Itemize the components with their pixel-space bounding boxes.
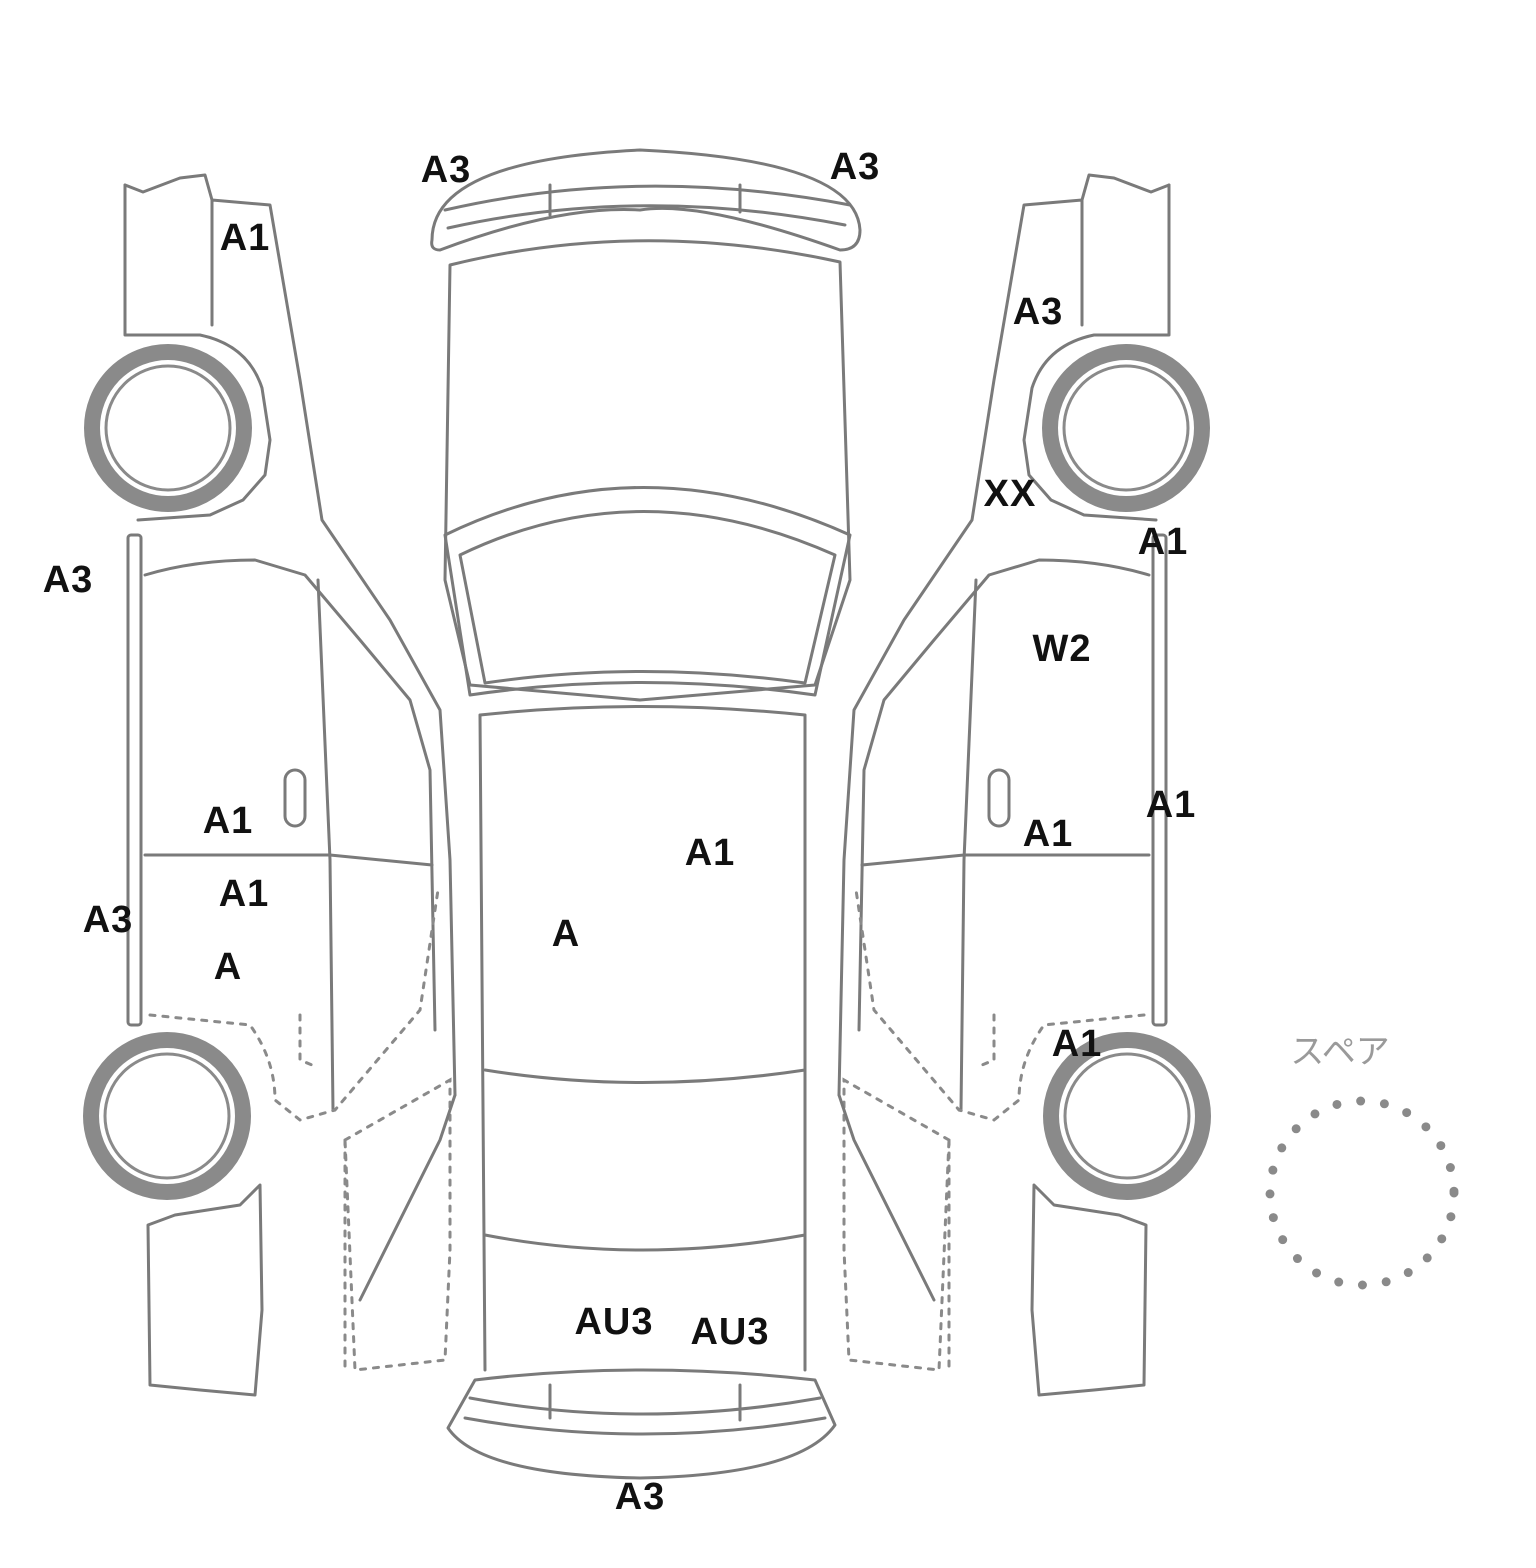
damage-code: A xyxy=(551,913,581,955)
windshield-outer xyxy=(443,486,852,697)
top-view xyxy=(430,148,862,1480)
damage-code: A3 xyxy=(614,1476,666,1518)
left-cabin-outline xyxy=(143,558,437,1032)
left-front-fender-outline xyxy=(123,183,272,522)
trunk-line xyxy=(483,1233,807,1252)
front-bumper-outer xyxy=(430,148,862,252)
damage-code: W2 xyxy=(1032,628,1092,670)
spare-tire-dotted-circle xyxy=(1265,1096,1459,1290)
spare-tire-label: スペア xyxy=(1290,1032,1390,1072)
damage-code: A1 xyxy=(1051,1023,1103,1065)
damage-code: A1 xyxy=(219,217,271,259)
left-beltline xyxy=(143,853,434,867)
left-door-split xyxy=(316,578,335,1112)
windshield-inner xyxy=(458,510,837,685)
rear-bumper-inner xyxy=(463,1383,827,1436)
left-front-wheel xyxy=(84,344,252,512)
rear-bumper-outer xyxy=(446,1368,837,1480)
damage-code: A3 xyxy=(829,146,881,188)
hood-outline xyxy=(443,239,852,702)
left-rear-pillar xyxy=(358,1093,457,1302)
damage-code: A xyxy=(213,946,243,988)
right-side-view xyxy=(837,173,1211,1397)
damage-code: A1 xyxy=(202,800,254,842)
damage-code: A3 xyxy=(42,559,94,601)
left-rear-quarter-hidden xyxy=(343,1077,452,1372)
damage-code: A1 xyxy=(684,832,736,874)
left-rear-quarter-outline xyxy=(146,1183,264,1397)
damage-code: A1 xyxy=(1022,813,1074,855)
damage-code: AU3 xyxy=(690,1311,770,1353)
damage-code: XX xyxy=(983,473,1037,515)
damage-code: A1 xyxy=(1137,521,1189,563)
left-front-fender-panel xyxy=(123,173,457,1097)
left-side-view xyxy=(83,173,457,1397)
damage-code: A1 xyxy=(1145,784,1197,826)
damage-code: A3 xyxy=(82,899,134,941)
left-side-sill xyxy=(126,533,143,1027)
left-rear-wheel xyxy=(83,1032,251,1200)
left-rear-door-hidden xyxy=(148,888,440,1122)
left-rear-handle-hidden xyxy=(298,1013,314,1067)
front-bumper-inner xyxy=(443,183,852,230)
damage-code: A1 xyxy=(218,873,270,915)
damage-code: A3 xyxy=(420,149,472,191)
cabin-roof xyxy=(478,705,807,1372)
rear-window-top xyxy=(483,1068,807,1084)
left-door-handle xyxy=(283,768,307,828)
damage-code: A3 xyxy=(1012,291,1064,333)
damage-code: AU3 xyxy=(574,1301,654,1343)
